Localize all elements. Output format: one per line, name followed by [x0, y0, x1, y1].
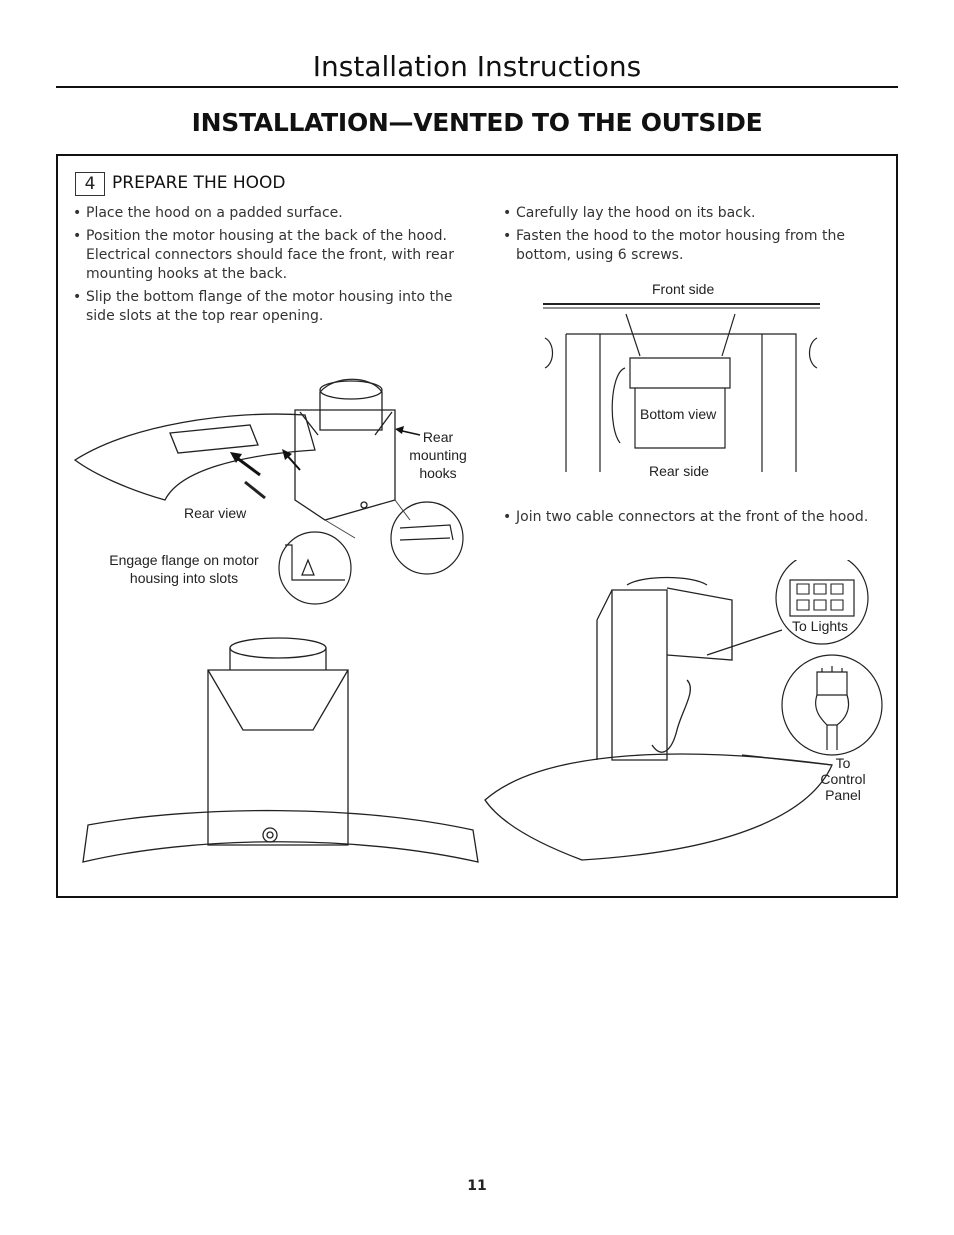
rear-view-label: Rear view	[184, 505, 247, 521]
rear-view-illustration	[73, 378, 464, 605]
instruction-panel	[56, 154, 898, 898]
join-bullet-list: Join two cable connectors at the front o…	[503, 508, 893, 531]
step-title: PREPARE THE HOOD	[112, 173, 286, 193]
to-lights-label: To Lights	[792, 618, 849, 634]
front-side-label: Front side	[652, 281, 715, 297]
bullet-item: Position the motor housing at the back o…	[73, 227, 468, 284]
bullet-item: Slip the bottom flange of the motor hous…	[73, 288, 468, 326]
label-line: housing into slots	[129, 570, 239, 586]
label-line: mounting	[409, 447, 467, 463]
rear-side-label: Rear side	[649, 462, 709, 480]
rear-mounting-hooks-label: Rear mounting hooks	[400, 428, 476, 482]
title-rule	[56, 86, 898, 88]
connector-illustration	[484, 560, 883, 861]
label-line: Engage flange on motor	[109, 552, 259, 568]
bottom-view-label: Bottom view	[640, 405, 717, 423]
label-line: hooks	[419, 465, 457, 481]
engage-flange-label: Engage flange on motor housing into slot…	[98, 551, 270, 587]
page-title: Installation Instructions	[312, 50, 642, 83]
bullet-item: Place the hood on a padded surface.	[73, 204, 468, 223]
bullet-item: Carefully lay the hood on its back.	[503, 204, 873, 223]
bottom-view-illustration	[543, 303, 820, 472]
label-line: Control	[820, 771, 866, 787]
label-line: Rear	[422, 429, 454, 445]
right-bullet-list: Carefully lay the hood on its back. Fast…	[503, 204, 873, 269]
page-number: 11	[467, 1178, 487, 1194]
step-number: 4	[75, 172, 105, 196]
label-line: Panel	[825, 787, 861, 803]
bullet-item: Fasten the hood to the motor housing fro…	[503, 227, 873, 265]
label-line: To	[835, 755, 851, 771]
section-title: INSTALLATION—VENTED TO THE OUTSIDE	[191, 108, 763, 137]
front-view-illustration	[82, 637, 479, 863]
bullet-item: Join two cable connectors at the front o…	[503, 508, 893, 527]
to-control-panel-label: To Control Panel	[813, 755, 873, 803]
left-bullet-list: Place the hood on a padded surface. Posi…	[73, 204, 468, 330]
